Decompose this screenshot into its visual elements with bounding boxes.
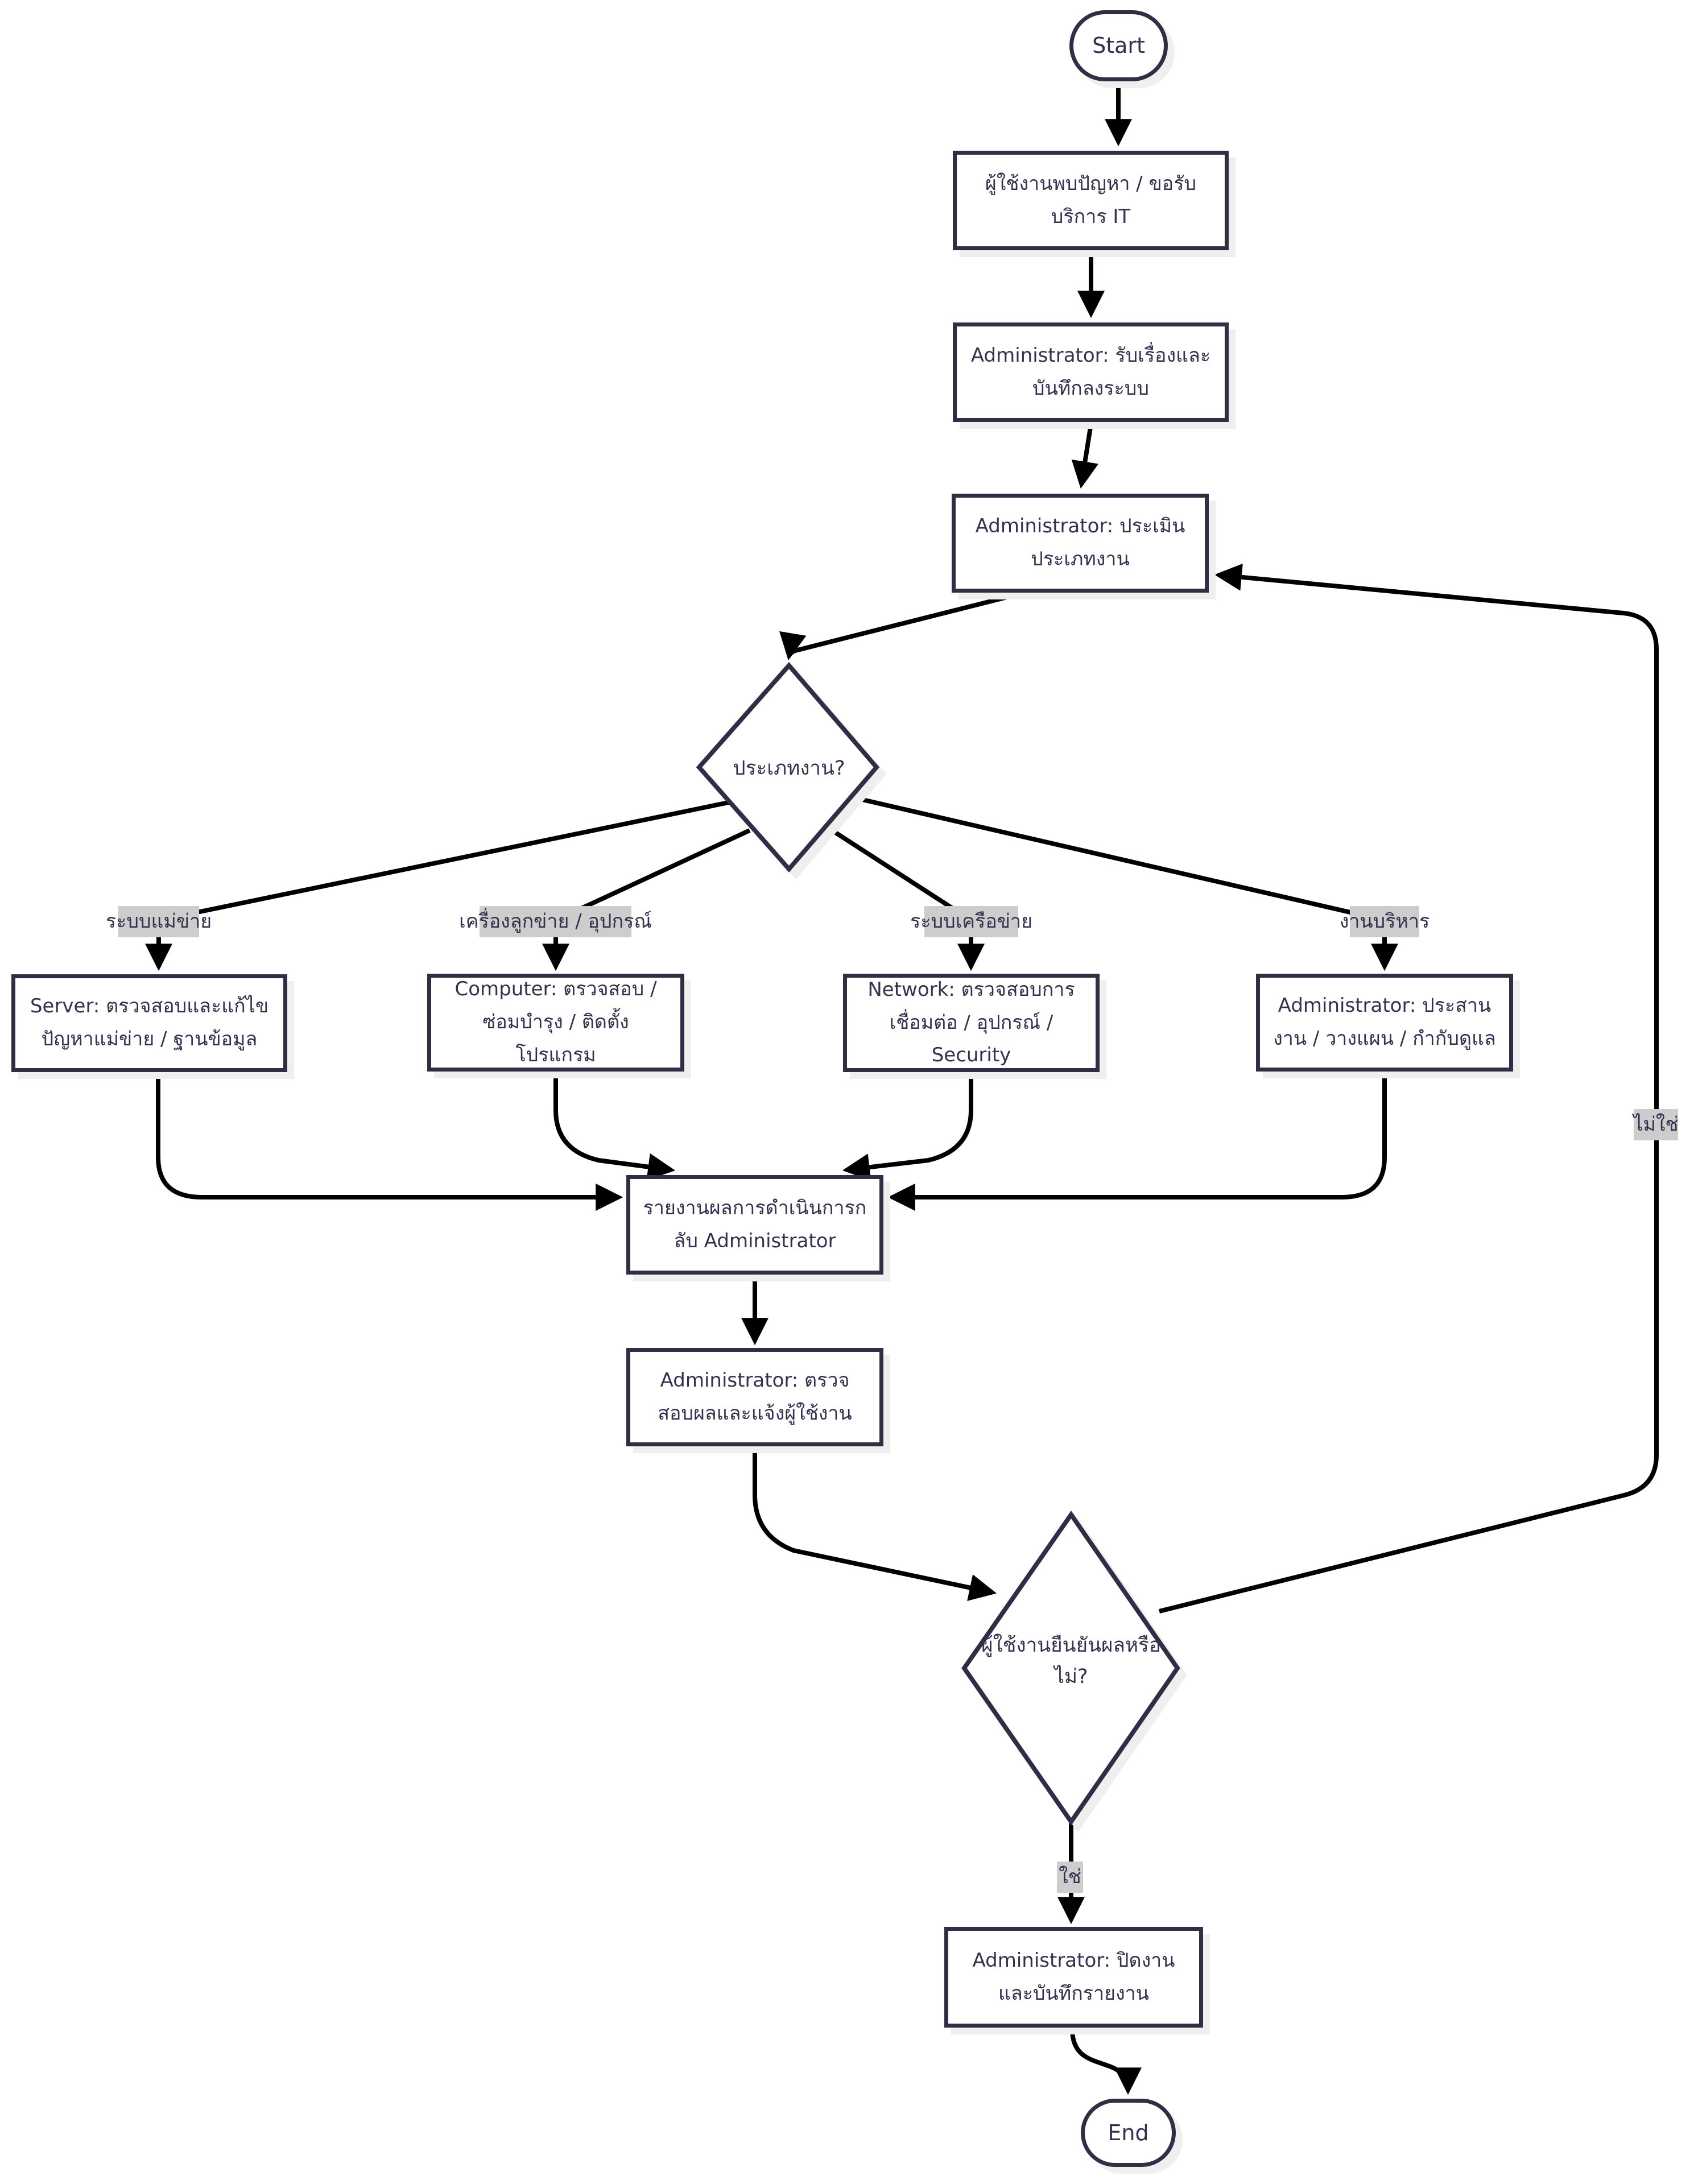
edge-admin-assess-to-job-type (779, 592, 1019, 661)
report-back-box: รายงานผลการดำเนินการกลับ Administrator (626, 1175, 883, 1275)
edge-confirm-no-loop (1159, 563, 1659, 1614)
admin-assess-label: Administrator: ประเมินประเภทงาน (975, 515, 1185, 570)
edge-admin-verify-to-confirm (753, 1448, 997, 1602)
edge-close-to-end (1070, 2029, 1142, 2095)
server-task-box: Server: ตรวจสอบและแก้ไขปัญหาแม่ข่าย / ฐา… (11, 974, 287, 1072)
close-job-label: Administrator: ปิดงานและบันทึกรายงาน (972, 1949, 1175, 2005)
edge-job-type-to-computer (542, 828, 751, 971)
start-node: Start (1069, 10, 1168, 81)
close-job-box: Administrator: ปิดงานและบันทึกรายงาน (944, 1927, 1203, 2028)
branch-label-server: ระบบแม่ข่าย (106, 906, 212, 937)
yes-label: ใช่ (1057, 1862, 1083, 1893)
edge-computer-to-report (553, 1074, 676, 1181)
job-type-decision-shape (696, 661, 880, 873)
branch-label-admin: งานบริหาร (1340, 906, 1429, 937)
end-node: End (1081, 2099, 1176, 2167)
start-label: Start (1092, 33, 1145, 59)
admin-receive-label: Administrator: รับเรื่องและบันทึกลงระบบ (970, 344, 1211, 400)
edge-job-type-to-admin-branch (860, 797, 1398, 971)
no-label: ไม่ใช่ (1633, 1109, 1679, 1140)
computer-task-label: Computer: ตรวจสอบ / ซ่อมบำรุง / ติดตั้งโ… (455, 978, 657, 1066)
admin-assess-box: Administrator: ประเมินประเภทงาน (952, 494, 1209, 593)
edge-admin-branch-to-report (887, 1074, 1387, 1211)
admin-coordinate-label: Administrator: ประสานงาน / วางแผน / กำกั… (1273, 994, 1496, 1050)
edge-admin-receive-to-admin-assess (1071, 423, 1099, 489)
branch-label-network: ระบบเครือข่าย (910, 906, 1032, 937)
edge-job-type-to-network (826, 825, 985, 971)
server-task-label: Server: ตรวจสอบและแก้ไขปัญหาแม่ข่าย / ฐา… (30, 995, 269, 1050)
network-task-box: Network: ตรวจสอบการเชื่อมต่อ / อุปกรณ์ /… (843, 974, 1100, 1072)
admin-receive-box: Administrator: รับเรื่องและบันทึกลงระบบ (953, 322, 1229, 422)
edge-server-to-report (156, 1074, 623, 1211)
computer-task-box: Computer: ตรวจสอบ / ซ่อมบำรุง / ติดตั้งโ… (427, 974, 684, 1072)
end-label: End (1108, 2120, 1149, 2145)
branch-label-computer: เครื่องลูกข่าย / อุปกรณ์ (459, 906, 652, 937)
admin-coordinate-box: Administrator: ประสานงาน / วางแผน / กำกั… (1256, 974, 1513, 1072)
confirm-decision-shape (961, 1510, 1180, 1826)
edge-network-to-report (842, 1074, 973, 1181)
user-request-box: ผู้ใช้งานพบปัญหา / ขอรับบริการ IT (953, 151, 1229, 250)
admin-verify-label: Administrator: ตรวจสอบผลและแจ้งผู้ใช้งาน (658, 1368, 852, 1425)
report-back-label: รายงานผลการดำเนินการกลับ Administrator (643, 1196, 867, 1252)
network-task-label: Network: ตรวจสอบการเชื่อมต่อ / อุปกรณ์ /… (867, 978, 1075, 1067)
user-request-label: ผู้ใช้งานพบปัญหา / ขอรับบริการ IT (985, 172, 1197, 228)
admin-verify-box: Administrator: ตรวจสอบผลและแจ้งผู้ใช้งาน (626, 1348, 883, 1446)
edge-job-type-to-server (145, 799, 737, 971)
